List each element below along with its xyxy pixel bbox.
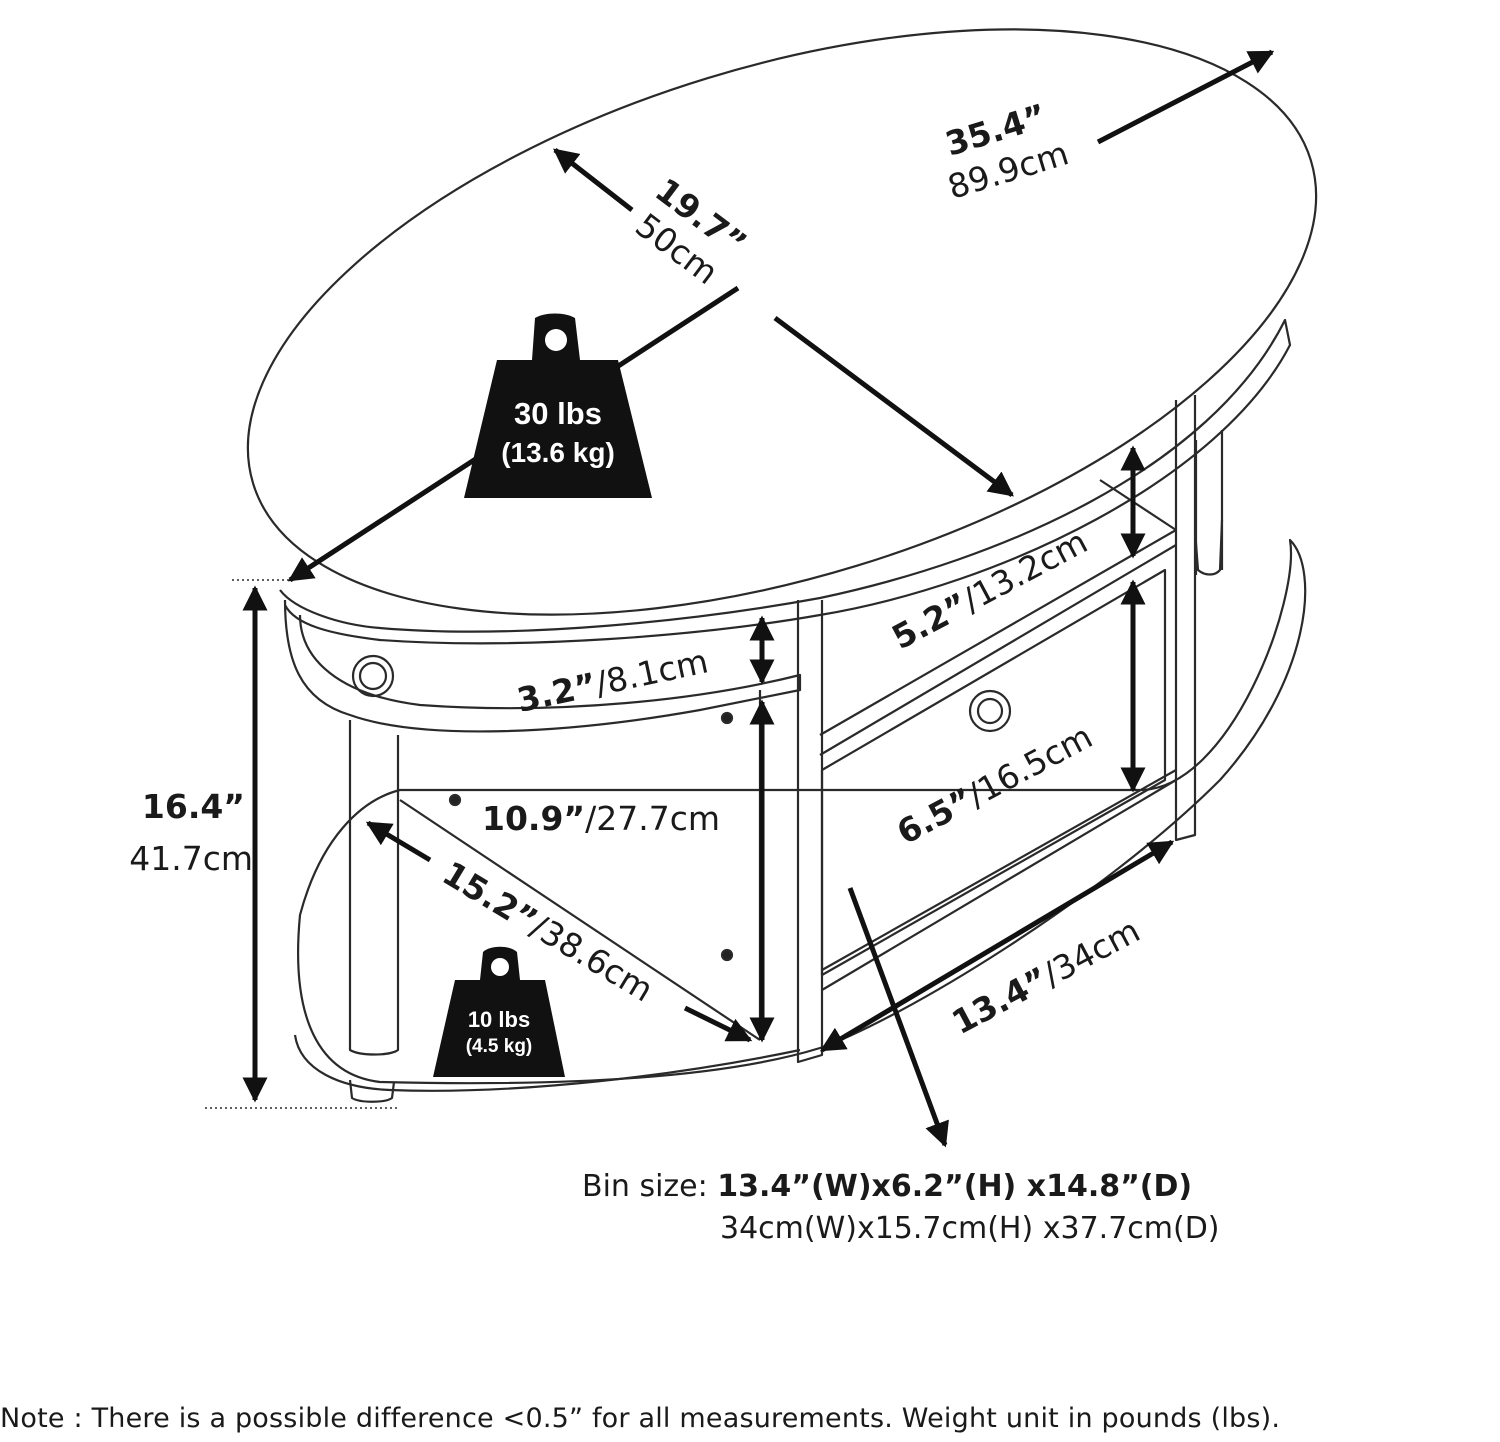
bin-size-note: Bin size: 13.4”(W)x6.2”(H) x14.8”(D) 34c… (582, 1166, 1220, 1250)
height-metric: 41.7cm (129, 839, 253, 878)
foot-left (348, 1079, 396, 1103)
open-depth-arrow-a (365, 820, 432, 863)
dimension-arrows (242, 49, 1275, 1148)
bin-handle (968, 689, 1012, 733)
footer-note: Note : There is a possible difference <0… (0, 1403, 1281, 1434)
weight-shelf-kg: (4.5 kg) (466, 1036, 533, 1057)
width-arrow-a (553, 148, 634, 212)
bin-depth-arrow (819, 839, 1175, 1053)
width-arrow-b (773, 315, 1015, 498)
open-depth-arrow-b (683, 1005, 753, 1043)
bin-depth-label: 13.4”/34cm (945, 911, 1146, 1042)
table-top (246, 28, 1318, 616)
dimension-labels: 35.4” 89.9cm 19.7” 50cm 16.4” 41.7cm 3.2… (129, 96, 1146, 1042)
height-imperial: 16.4” (142, 787, 245, 826)
bin-size-imperial: 13.4”(W)x6.2”(H) x14.8”(D) (717, 1169, 1193, 1204)
table-illustration (205, 28, 1318, 1109)
weight-top-kg: (13.6 kg) (501, 437, 615, 468)
cord-hole (351, 654, 395, 698)
bottom-shelf (297, 538, 1307, 1085)
middle-shelf-left (283, 599, 802, 733)
bin-size-label: Bin size: (582, 1169, 718, 1204)
weight-top-lbs: 30 lbs (514, 396, 602, 431)
open-shelf-label: 10.9”/27.7cm (482, 799, 720, 838)
weight-shelf-lbs: 10 lbs (468, 1007, 530, 1032)
weight-badge-shelf: 10 lbs (4.5 kg) (433, 946, 565, 1077)
foot-right (1193, 519, 1224, 576)
bin-size-metric: 34cm(W)x15.7cm(H) x37.7cm(D) (720, 1211, 1220, 1246)
center-panel (796, 600, 824, 1064)
bin-pointer-arrow (847, 887, 949, 1148)
length-arrow-b (1096, 49, 1275, 145)
right-panel (1174, 395, 1197, 842)
middle-shelf-right (819, 479, 1177, 756)
leg-front-left (348, 720, 400, 1056)
upper-shelf-label: 3.2”/8.1cm (514, 641, 712, 719)
weight-badge-top: 30 lbs (13.6 kg) (464, 313, 652, 498)
